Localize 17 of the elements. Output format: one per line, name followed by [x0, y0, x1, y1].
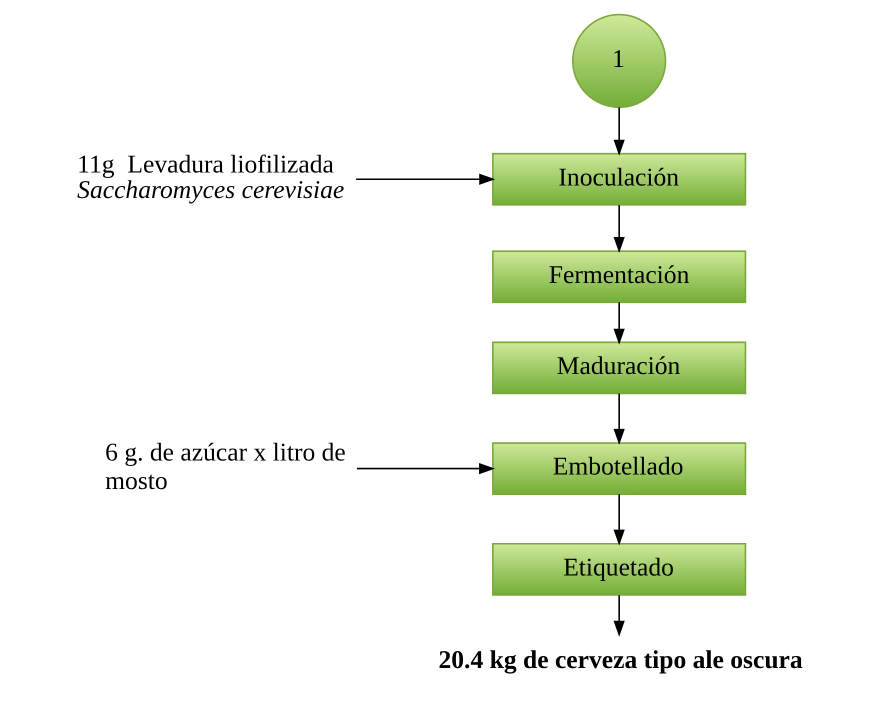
- node-text: 6 g. de azúcar x litro de mosto: [104, 437, 346, 496]
- arrow: [613, 494, 624, 546]
- node-text: 20.4 kg de cerveza tipo ale oscura: [438, 645, 802, 674]
- node-box: Maduración: [492, 342, 746, 394]
- arrow: [613, 302, 624, 345]
- node-text: 11g Levadura liofilizada Saccharomyces cerevisiae: [76, 150, 344, 204]
- node-box: Inoculación: [492, 152, 746, 206]
- node-box: Fermentación: [492, 250, 746, 304]
- arrow: [356, 463, 495, 474]
- arrow: [613, 595, 624, 637]
- arrow: [613, 205, 624, 254]
- arrow: [356, 174, 495, 185]
- node-box: Embotellado: [492, 442, 746, 495]
- node-circle: 1: [572, 14, 666, 108]
- node-box: Etiquetado: [492, 542, 746, 596]
- arrow: [613, 107, 624, 156]
- arrow: [613, 394, 624, 445]
